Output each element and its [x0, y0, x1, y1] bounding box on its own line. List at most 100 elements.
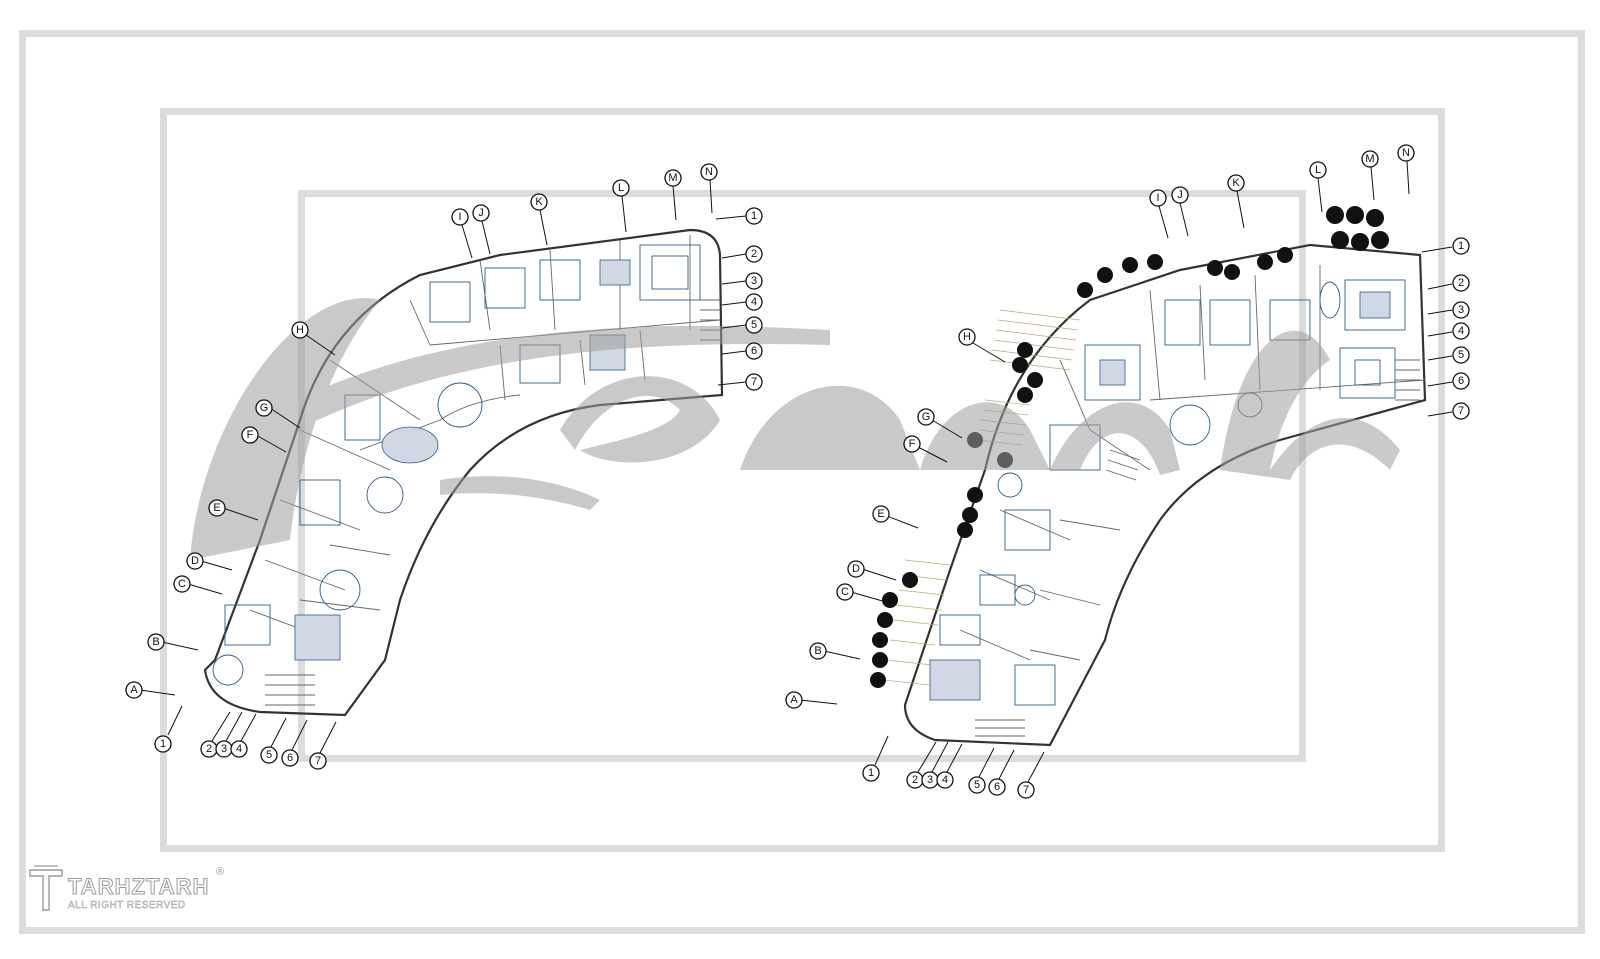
svg-text:L: L: [618, 182, 624, 194]
svg-text:5: 5: [974, 779, 980, 791]
left-grid-letter-L: L: [612, 179, 630, 233]
svg-text:6: 6: [751, 345, 757, 357]
right-grid-number-2-top: 2: [1427, 274, 1470, 292]
right-grid-number-5-bottom: 5: [968, 747, 995, 794]
right-grid-number-7-top: 7: [1427, 402, 1470, 420]
svg-text:1: 1: [1458, 240, 1464, 252]
svg-text:4: 4: [1458, 325, 1464, 337]
right-grid-number-6-bottom: 6: [988, 749, 1015, 796]
svg-text:5: 5: [1458, 349, 1464, 361]
svg-text:D: D: [191, 555, 199, 567]
left-grid-number-6-bottom: 6: [281, 719, 308, 767]
left-grid-number-4-bottom: 4: [230, 713, 257, 758]
left-grid-bubbles: A B C D E: [125, 163, 763, 770]
right-grid-number-6-top: 6: [1427, 372, 1470, 390]
svg-text:3: 3: [751, 275, 757, 287]
right-grid-letter-A: A: [785, 691, 838, 709]
left-grid-letter-C: C: [173, 575, 223, 595]
left-grid-letter-H: H: [291, 321, 336, 356]
right-grid-number-3-top: 3: [1427, 301, 1470, 319]
svg-text:E: E: [213, 502, 220, 514]
svg-text:K: K: [1232, 177, 1240, 189]
svg-text:J: J: [478, 207, 484, 219]
logo-tagline: ALL RIGHT RESERVED: [68, 900, 186, 912]
svg-text:A: A: [790, 694, 798, 706]
right-grid-letter-L: L: [1309, 161, 1327, 213]
svg-text:M: M: [668, 172, 677, 184]
svg-text:3: 3: [221, 743, 227, 755]
right-grid-number-1-top: 1: [1421, 237, 1470, 255]
left-grid-number-7-top: 7: [717, 373, 763, 391]
svg-text:6: 6: [287, 752, 293, 764]
svg-text:C: C: [841, 586, 849, 598]
left-grid-letter-G: G: [255, 399, 301, 429]
right-grid-letter-G: G: [917, 408, 963, 439]
left-grid-number-5-top: 5: [721, 316, 763, 334]
svg-text:7: 7: [315, 755, 321, 767]
left-grid-letter-F: F: [241, 426, 287, 453]
logo-t-mark-icon: [29, 865, 63, 911]
svg-text:4: 4: [236, 743, 242, 755]
right-grid-number-4-bottom: 4: [936, 743, 963, 789]
inner-frame: [298, 190, 1306, 762]
left-grid-number-3-bottom: 3: [215, 711, 243, 758]
svg-text:2: 2: [751, 248, 757, 260]
svg-text:A: A: [130, 684, 138, 696]
right-grid-number-5-top: 5: [1427, 346, 1470, 364]
right-grid-number-2-bottom: 2: [906, 741, 937, 789]
svg-text:I: I: [1156, 192, 1159, 204]
logo-registered-mark: ®: [216, 866, 225, 878]
right-floor-plan: [870, 206, 1427, 747]
svg-text:C: C: [178, 578, 186, 590]
right-grid-letter-F: F: [903, 435, 948, 463]
left-grid-letter-I: I: [451, 208, 473, 259]
svg-text:F: F: [909, 438, 916, 450]
svg-text:B: B: [814, 645, 821, 657]
left-grid-letter-K: K: [530, 193, 548, 246]
left-grid-letter-N: N: [700, 163, 718, 214]
right-grid-letter-I: I: [1149, 189, 1169, 239]
svg-text:2: 2: [1458, 277, 1464, 289]
svg-text:L: L: [1315, 164, 1321, 176]
svg-text:G: G: [922, 411, 931, 423]
right-grid-bubbles: A B C D E: [785, 144, 1470, 799]
right-grid-letter-J: J: [1171, 186, 1189, 237]
left-grid-letter-M: M: [664, 169, 682, 221]
right-grid-letter-M: M: [1361, 150, 1379, 201]
watermark-brush: [190, 298, 1400, 560]
svg-text:1: 1: [160, 738, 166, 750]
svg-text:G: G: [260, 402, 269, 414]
svg-text:B: B: [152, 636, 159, 648]
svg-text:4: 4: [751, 296, 757, 308]
svg-text:4: 4: [942, 774, 948, 786]
left-grid-number-5-bottom: 5: [260, 717, 287, 764]
left-grid-number-2-top: 2: [721, 245, 763, 263]
logo-name: TARHZTARH: [67, 874, 210, 900]
left-grid-number-1-bottom: 1: [154, 705, 183, 753]
right-grid-letter-K: K: [1227, 174, 1245, 229]
right-grid-number-1-bottom: 1: [862, 735, 889, 782]
svg-text:D: D: [852, 563, 860, 575]
svg-text:N: N: [705, 166, 713, 178]
left-grid-letter-J: J: [472, 204, 491, 255]
left-grid-letter-A: A: [125, 681, 176, 699]
svg-text:2: 2: [206, 743, 212, 755]
right-grid-number-4-top: 4: [1427, 322, 1470, 340]
left-grid-letter-E: E: [208, 499, 259, 521]
left-grid-number-3-top: 3: [721, 272, 763, 290]
left-grid-number-1-top: 1: [715, 207, 763, 225]
svg-text:K: K: [535, 196, 543, 208]
right-grid-letter-N: N: [1397, 144, 1415, 195]
right-grid-letter-C: C: [836, 583, 887, 603]
svg-text:1: 1: [751, 210, 757, 222]
left-grid-number-2-bottom: 2: [200, 711, 231, 758]
svg-text:H: H: [963, 331, 971, 343]
svg-text:N: N: [1402, 147, 1410, 159]
svg-text:J: J: [1177, 189, 1183, 201]
svg-text:7: 7: [751, 376, 757, 388]
svg-text:5: 5: [266, 749, 272, 761]
right-grid-letter-H: H: [958, 328, 1006, 363]
right-grid-letter-E: E: [872, 505, 919, 529]
tarhztarh-logo: TARHZTARH ALL RIGHT RESERVED ®: [28, 862, 238, 922]
